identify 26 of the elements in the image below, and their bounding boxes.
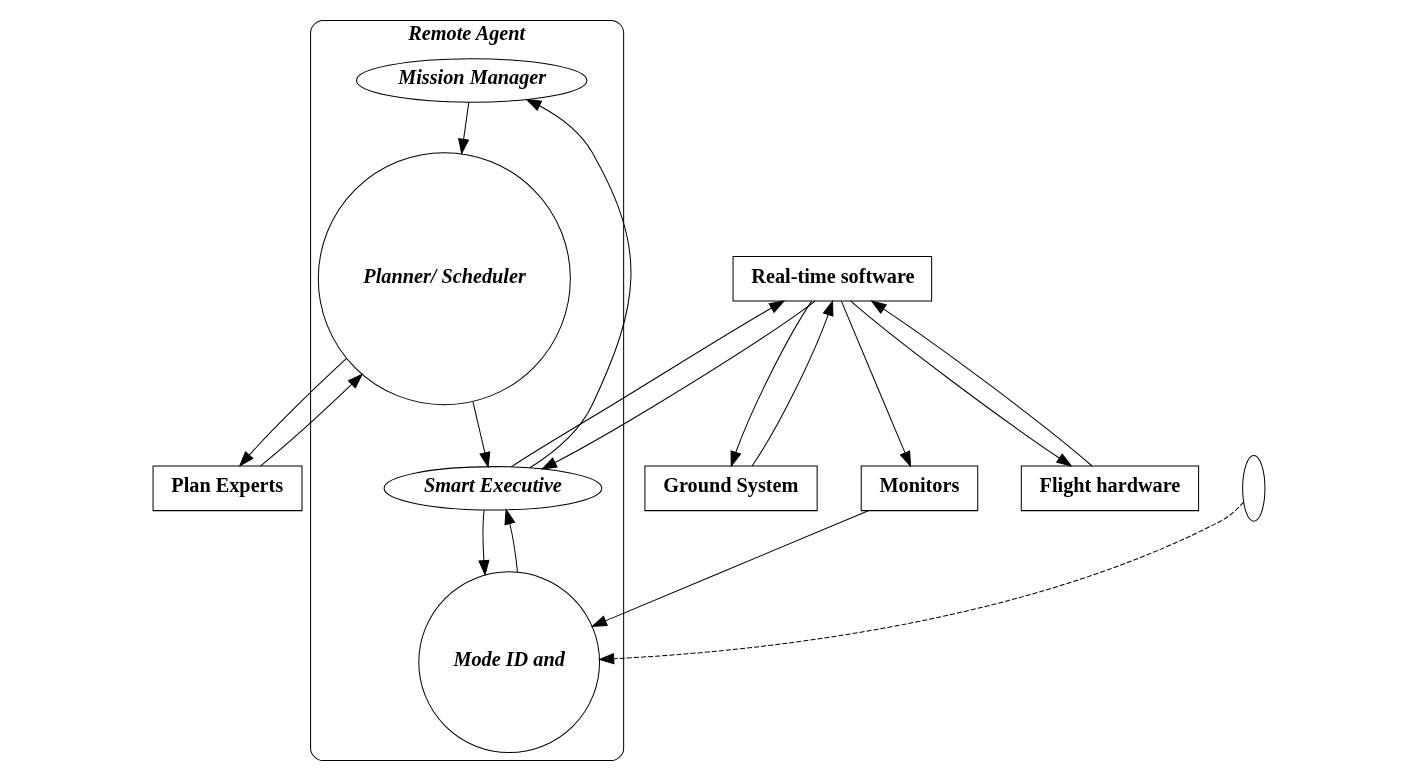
arrow: [598, 501, 1245, 665]
arrow: [730, 300, 813, 468]
node-box: Flight hardware: [1020, 465, 1200, 512]
node-ellipse: Smart Executive: [383, 466, 603, 511]
node-box: Real-time software: [732, 255, 933, 302]
arrow: [259, 373, 364, 467]
arrow: [525, 98, 632, 469]
arrow: [751, 299, 834, 467]
arrow: [472, 401, 491, 469]
node-box: Monitors: [860, 465, 979, 512]
node-circle: Mode ID and: [418, 571, 601, 754]
arrow: [870, 300, 1093, 467]
arrow: [840, 300, 912, 468]
arrow: [510, 300, 786, 468]
node-circle: Planner/ Scheduler: [317, 152, 571, 406]
node-box: Plan Experts: [152, 465, 303, 512]
arrow: [478, 509, 490, 577]
arrow: [590, 510, 869, 627]
arrow: [504, 508, 518, 573]
arrow: [458, 101, 470, 155]
arrow: [850, 300, 1073, 467]
node-ellipse: [1242, 454, 1266, 522]
arrow: [540, 300, 816, 470]
arrow: [238, 357, 347, 467]
node-ellipse: Mission Manager: [356, 58, 588, 103]
node-box: Ground System: [644, 465, 818, 512]
